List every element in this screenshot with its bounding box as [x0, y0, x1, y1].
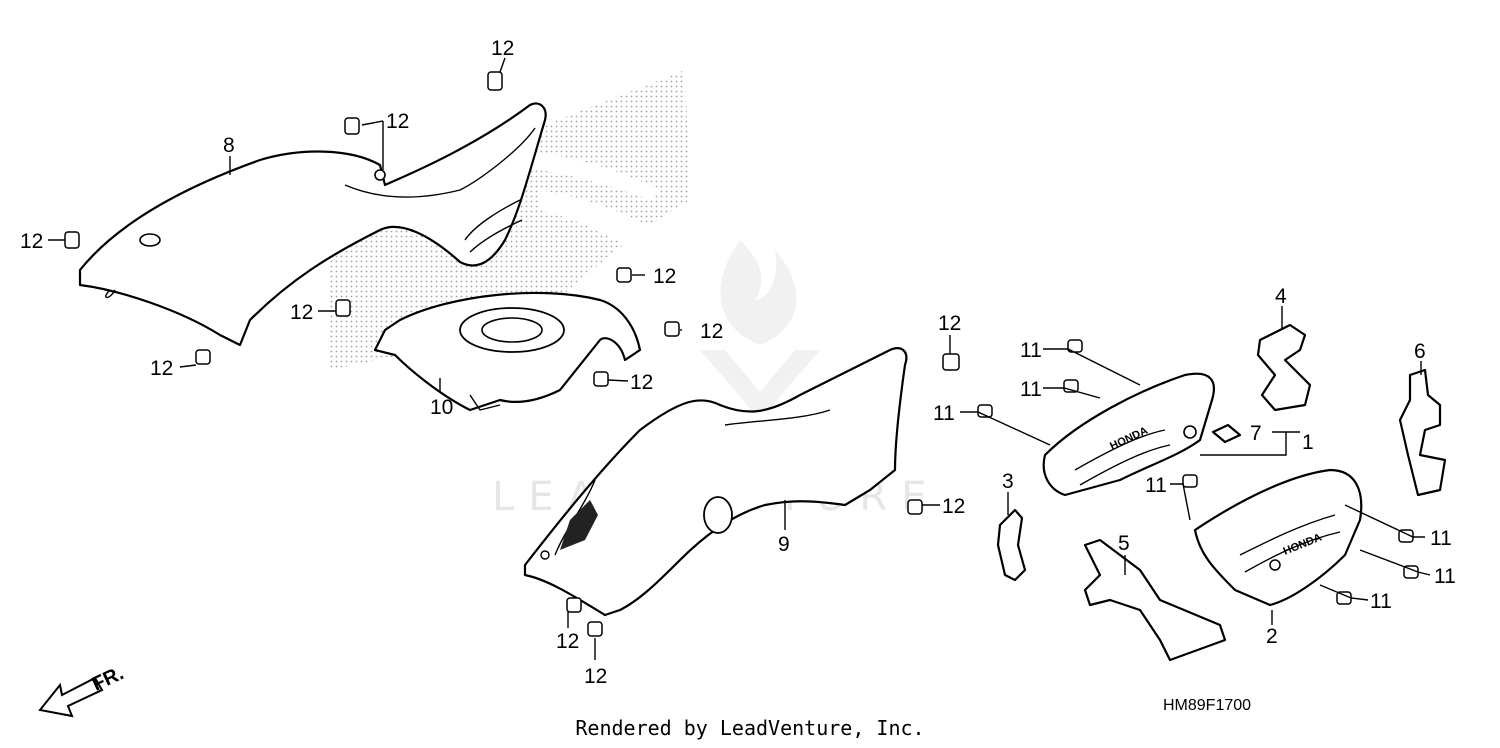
callout-12: 12 [20, 230, 43, 253]
callout-4: 4 [1275, 285, 1287, 308]
part-3-bracket[interactable] [996, 508, 1027, 582]
callout-12: 12 [386, 110, 409, 133]
callout-7: 7 [1250, 422, 1262, 445]
callout-11: 11 [1430, 527, 1452, 550]
part-5-bracket[interactable] [1083, 538, 1227, 662]
callout-11: 11 [1020, 378, 1042, 401]
part-8-side-cover[interactable] [78, 102, 547, 347]
part-10-tank-cover[interactable] [373, 291, 642, 412]
callout-12: 12 [653, 265, 676, 288]
callout-12: 12 [630, 371, 653, 394]
callout-12: 12 [491, 37, 514, 60]
callout-11: 11 [1020, 339, 1042, 362]
callout-6: 6 [1414, 340, 1426, 363]
callout-3: 3 [1002, 470, 1014, 493]
leader-lines [48, 57, 1431, 660]
callout-12: 12 [290, 301, 313, 324]
callout-12: 12 [700, 320, 723, 343]
callout-11: 11 [1434, 565, 1456, 588]
callout-8: 8 [223, 134, 235, 157]
callout-10: 10 [430, 396, 453, 419]
diagram-code: HM89F1700 [1163, 697, 1252, 714]
part-7-pad[interactable] [1211, 423, 1242, 444]
callout-12: 12 [150, 357, 173, 380]
callout-11: 11 [1370, 590, 1392, 613]
callout-12: 12 [556, 630, 579, 653]
part-1-heat-guard[interactable]: HONDA [1042, 372, 1215, 497]
watermark-logo [700, 240, 820, 420]
callout-9: 9 [778, 533, 790, 556]
part-2-heat-guard[interactable]: HONDA [1193, 468, 1363, 607]
callout-11: 11 [933, 402, 955, 425]
callout-11: 11 [1145, 474, 1167, 497]
callout-12: 12 [584, 665, 607, 688]
callout-labels: 12 12 8 12 12 12 12 12 12 12 10 12 9 12 … [20, 37, 1456, 688]
callout-12: 12 [942, 495, 965, 518]
callout-5: 5 [1118, 532, 1130, 555]
part-4-bracket[interactable] [1256, 323, 1312, 412]
callout-2: 2 [1266, 625, 1278, 648]
callout-1: 1 [1302, 431, 1314, 454]
fastener-bolts [64, 71, 1419, 637]
part-6-bracket[interactable] [1398, 368, 1447, 497]
footer-credit: Rendered by LeadVenture, Inc. [575, 716, 925, 740]
part-9-side-cover[interactable] [523, 347, 908, 617]
callout-12: 12 [938, 312, 961, 335]
front-arrow-icon [38, 676, 104, 718]
